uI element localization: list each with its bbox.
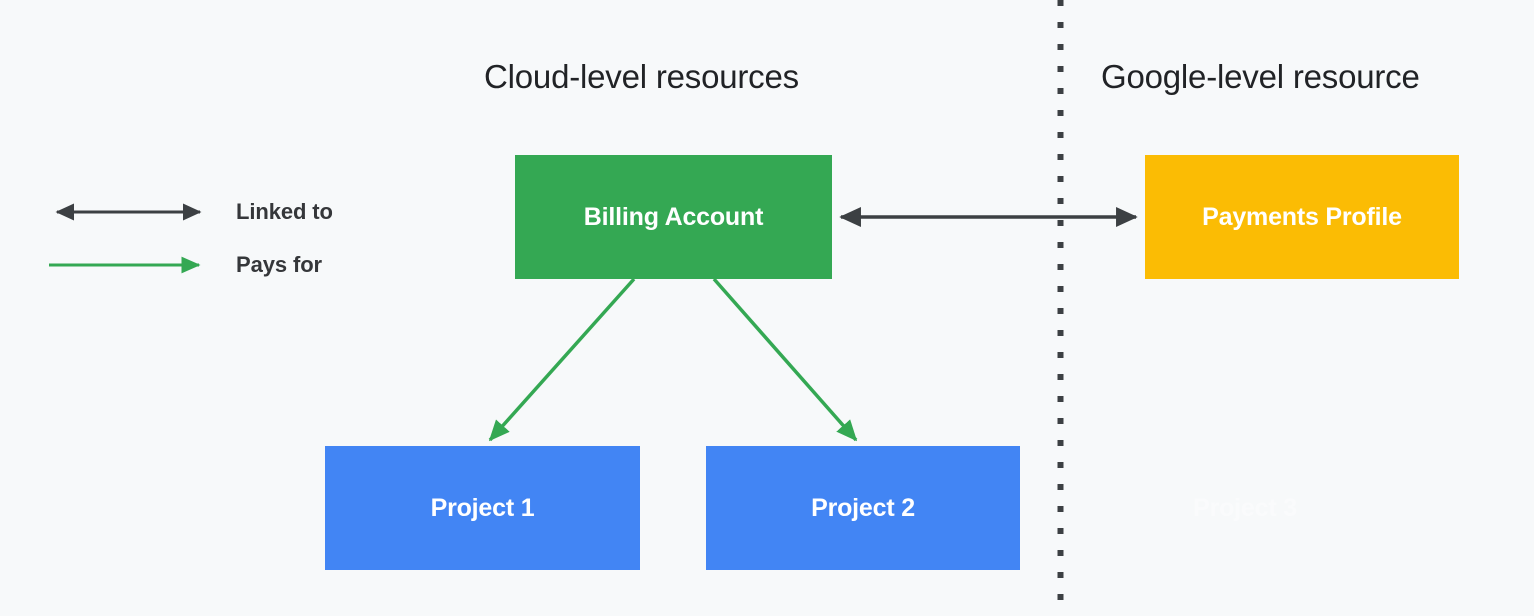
node-project-3: Project 3 [1193, 493, 1297, 522]
column-title-cloud-level: Cloud-level resources [484, 58, 799, 95]
legend-label-pays-for: Pays for [236, 252, 323, 277]
column-title-google-level: Google-level resource [1101, 58, 1420, 95]
edge-billing-to-project2 [712, 277, 858, 442]
node-billing-account[interactable]: Billing Account [515, 155, 832, 279]
node-payments-profile[interactable]: Payments Profile [1145, 155, 1459, 279]
node-project-1[interactable]: Project 1 [325, 446, 640, 570]
edge-billing-to-project1 [488, 277, 636, 442]
node-project-2[interactable]: Project 2 [706, 446, 1020, 570]
legend-label-linked-to: Linked to [236, 199, 333, 224]
